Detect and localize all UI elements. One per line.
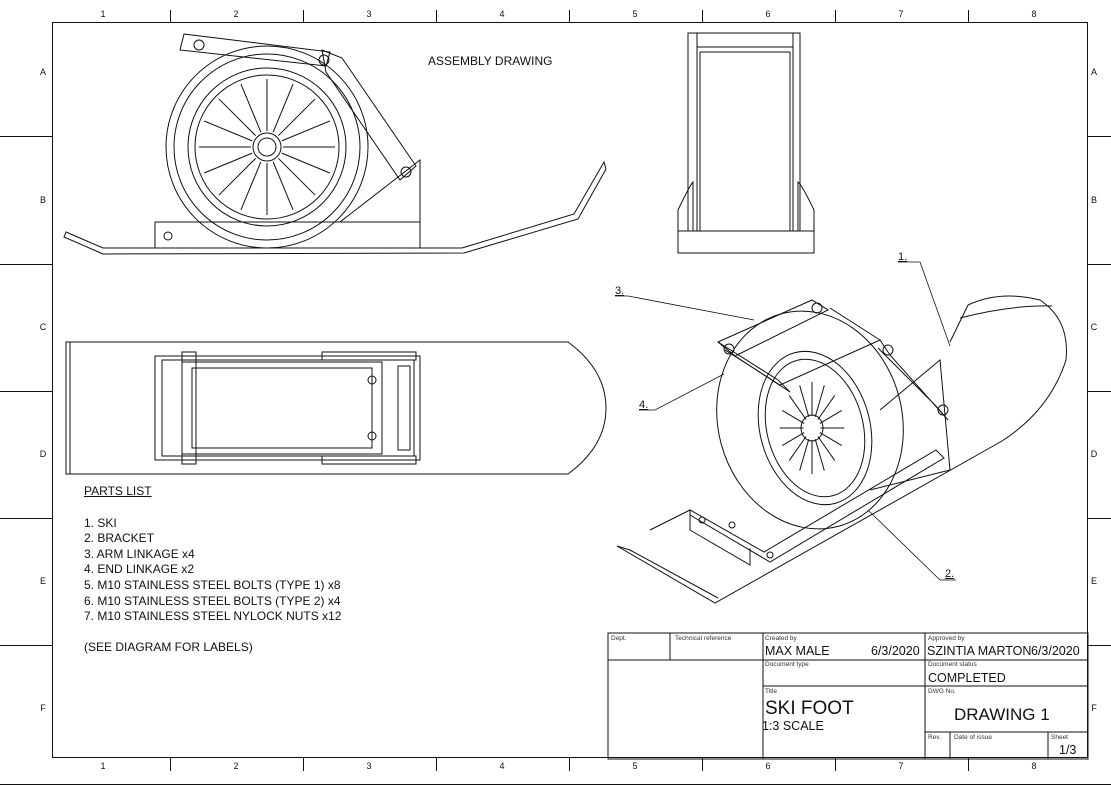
callout-3: 3.: [615, 285, 625, 297]
doc-status-value: COMPLETED: [928, 671, 1006, 685]
zone-row-label: F: [40, 703, 46, 713]
approved-by-value: SZINTIA MARTON: [927, 644, 1032, 658]
zone-row-label: E: [40, 576, 46, 586]
zone-column-label: 2: [233, 9, 238, 19]
zone-column-label: 6: [765, 9, 770, 19]
zone-row-label: F: [1091, 703, 1097, 713]
side-view: [63, 33, 607, 255]
zone-row-label: C: [1091, 322, 1098, 332]
title-block-grid: [607, 632, 1089, 760]
zone-column-label: 1: [100, 9, 105, 19]
rev-label: Rev.: [928, 734, 941, 741]
top-view: [65, 341, 607, 475]
dwg-no-value: DRAWING 1: [954, 705, 1050, 724]
zone-row-label: A: [1091, 67, 1097, 77]
parts-list-item: 5. M10 STAINLESS STEEL BOLTS (TYPE 1) x8: [84, 577, 341, 592]
callout-2: 2.: [945, 568, 955, 580]
parts-list-item: 7. M10 STAINLESS STEEL NYLOCK NUTS x12: [84, 609, 342, 624]
zone-column-label: 3: [366, 9, 371, 19]
created-by-label: Created by: [765, 635, 797, 642]
zone-column-label: 5: [632, 761, 637, 771]
sheet-value: 1/3: [1059, 743, 1077, 757]
approved-by-label: Approved by: [928, 635, 965, 642]
parts-list: PARTS LIST 1. SKI 2. BRACKET 3. ARM LINK…: [84, 484, 341, 655]
end-view: [677, 32, 815, 254]
parts-list-item: 2. BRACKET: [84, 531, 155, 546]
zone-column-label: 3: [366, 761, 371, 771]
callout-1: 1.: [898, 251, 908, 263]
created-date: 6/3/2020: [871, 644, 920, 658]
zone-row-label: C: [40, 322, 47, 332]
dept-label: Dept.: [611, 635, 627, 642]
zone-column-label: 4: [499, 9, 504, 19]
date-issue-label: Date of issue: [954, 734, 992, 741]
zone-row-label: E: [1091, 576, 1097, 586]
scale-value: 1:3 SCALE: [762, 719, 824, 733]
approved-date: 6/3/2020: [1031, 644, 1080, 658]
sheet-label: Sheet: [1051, 734, 1068, 741]
zone-column-label: 4: [499, 761, 504, 771]
doc-type-label: Document type: [765, 661, 809, 668]
title-value: SKI FOOT: [765, 698, 854, 719]
zone-column-label: 7: [898, 9, 903, 19]
dwg-no-label: DWG No.: [928, 688, 956, 695]
zone-row-label: B: [1091, 195, 1097, 205]
callout-4: 4.: [639, 399, 649, 411]
zone-column-label: 6: [765, 761, 770, 771]
parts-list-note: (SEE DIAGRAM FOR LABELS): [84, 639, 253, 654]
parts-list-item: 3. ARM LINKAGE x4: [84, 546, 195, 561]
zone-column-label: 8: [1031, 9, 1036, 19]
zone-column-label: 5: [632, 9, 637, 19]
zone-column-label: 2: [233, 761, 238, 771]
zone-row-label: B: [40, 195, 46, 205]
zone-row-label: D: [40, 449, 47, 459]
tech-ref-label: Technical reference: [675, 635, 732, 642]
parts-list-item: 6. M10 STAINLESS STEEL BOLTS (TYPE 2) x4: [84, 593, 341, 608]
doc-status-label: Document status: [928, 661, 977, 668]
zone-column-label: 7: [898, 761, 903, 771]
parts-list-item: 4. END LINKAGE x2: [84, 562, 195, 577]
created-by-value: MAX MALE: [765, 644, 830, 658]
drawing-title: ASSEMBLY DRAWING: [428, 54, 553, 68]
isometric-view: [616, 295, 1067, 604]
title-label: Title: [765, 688, 778, 695]
parts-list-item: 1. SKI: [84, 515, 117, 530]
zone-row-label: A: [40, 67, 46, 77]
zone-row-label: D: [1091, 449, 1098, 459]
parts-list-header: PARTS LIST: [84, 484, 152, 498]
zone-column-label: 8: [1031, 761, 1036, 771]
zone-column-label: 1: [100, 761, 105, 771]
